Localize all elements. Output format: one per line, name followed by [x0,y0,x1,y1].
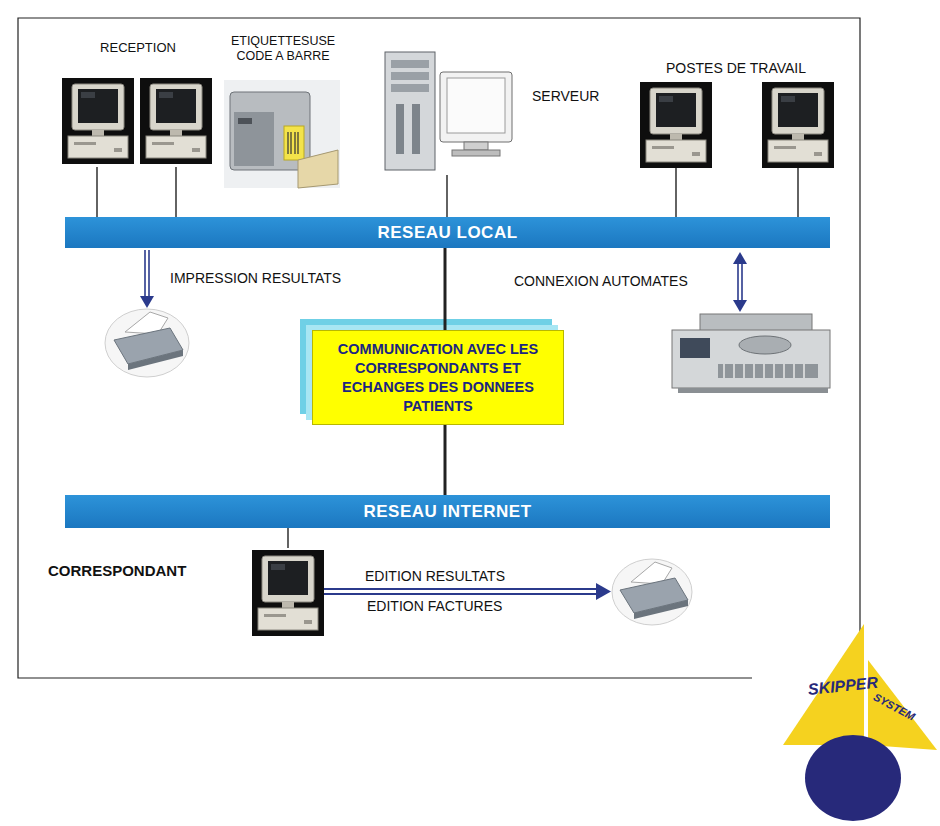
barcode-lines [288,132,298,154]
workstation-group: RECEPTION [58,40,218,167]
printer-base [634,600,688,619]
sample-tubes [724,364,804,378]
correspondent-station: CORRESPONDANT [48,548,328,636]
printer-halo [612,559,692,625]
photo-backdrop [224,80,340,188]
arrow-shaft [324,588,598,590]
printer-base [128,350,183,370]
print-arrow [140,250,154,308]
computer-icon [252,550,324,636]
network-name: RESEAU LOCAL [377,223,517,243]
analyser-screen [680,338,710,358]
printer-front [234,112,274,166]
network-cable [175,167,176,217]
flow-label: CONNEXION AUTOMATES [514,273,688,290]
flow-label: IMPRESSION RESULTATS [170,270,341,287]
logo-ball [805,735,901,821]
network-cable [675,168,676,217]
arrow-shaft [144,250,146,298]
drive-bay [391,84,429,92]
printer-case [230,92,310,170]
device-label: POSTES DE TRAVAIL [636,60,836,77]
network-cable [287,528,288,548]
server-tower [385,52,435,170]
note-box: COMMUNICATION AVEC LES CORRESPONDANTS ET… [312,330,564,425]
network-cable [444,248,447,330]
monitor-neck [464,142,488,150]
network-band: RESEAU LOCAL [65,217,830,248]
arrow-head [140,296,154,308]
network-cable [446,175,447,217]
label-printer-icon [224,80,340,188]
tube-rack [718,364,818,378]
analyser-icon [672,314,830,393]
network-cable [96,167,97,217]
logo-sail [868,660,937,750]
printer-icon [105,309,189,377]
drive-bay [391,72,429,80]
computer-icon [640,82,712,168]
network-band: RESEAU INTERNET [65,495,830,528]
device-label: SERVEUR [532,88,620,105]
device-label: CORRESPONDANT [48,562,248,580]
network-name: RESEAU INTERNET [363,502,531,522]
arrow-shaft [324,593,598,595]
sample-rotor [739,336,791,354]
barcode-label [284,126,304,160]
page-frame [18,18,860,678]
computer-icon [762,82,834,168]
label-printer: ETIQUETTESUSE CODE A BARRE [222,34,344,192]
arrow-head [733,300,747,312]
analyser-base [678,388,828,393]
company-logo [783,624,937,821]
network-cable [797,168,798,217]
drive-bay [391,60,429,68]
server-icon [385,52,512,170]
device-label: ETIQUETTESUSE CODE A BARRE [222,34,344,64]
analyser-body [672,330,830,388]
network-cable [444,425,447,495]
arrow-shaft [737,262,739,302]
server-slot [412,104,420,154]
device-label: RECEPTION [58,40,218,56]
note-text: COMMUNICATION AVEC LES CORRESPONDANTS ET… [333,340,543,416]
server-slot [396,104,404,154]
arrow-shaft [741,262,743,302]
workstation-group: POSTES DE TRAVAIL [636,58,836,168]
arrow-head [733,252,747,264]
connection-arrow [733,252,747,312]
monitor-screen [447,78,505,133]
printer-display [238,118,252,124]
monitor-body [440,72,512,142]
computer-icon [140,78,212,164]
printer-halo [105,309,189,377]
server: SERVEUR [380,50,620,175]
arrow-shaft [148,250,150,298]
arrow-head [596,583,611,600]
flow-label: EDITION RESULTATS [365,568,505,585]
printer-icon [612,559,692,625]
edition-arrow [324,583,611,600]
paper-stack [298,150,338,188]
monitor-foot [452,150,500,156]
flow-label: EDITION FACTURES [367,598,502,615]
computer-icon [62,78,134,164]
